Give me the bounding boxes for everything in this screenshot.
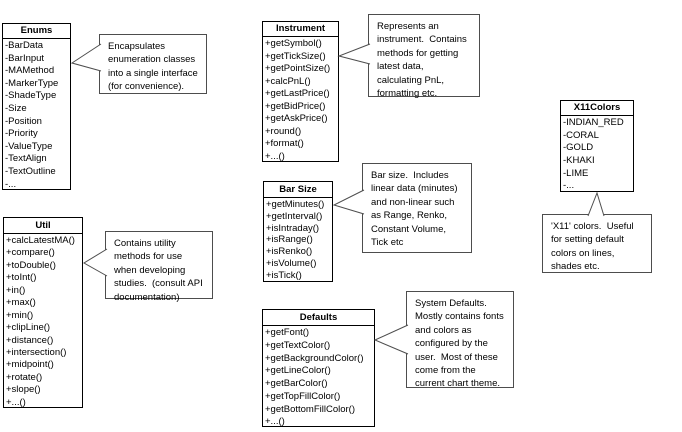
class-member: -CORAL xyxy=(563,129,599,141)
class-member: +getBidPrice() xyxy=(265,100,326,112)
class-member-list: -BarData-BarInput-MAMethod-MarkerType-Sh… xyxy=(3,39,70,191)
class-member: +getSymbol() xyxy=(265,38,322,49)
class-member: +getPointSize() xyxy=(265,63,331,74)
class-member: +getAskPrice() xyxy=(265,113,328,124)
pointer-barsize xyxy=(332,189,365,215)
class-member: +getBarColor() xyxy=(265,378,328,389)
class-member: -TextOutline xyxy=(5,165,56,177)
class-member: +rotate() xyxy=(6,371,43,383)
class-member: +getLineColor() xyxy=(265,365,331,377)
class-member-list: -INDIAN_RED-CORAL-GOLD-KHAKI-LIME-... xyxy=(561,116,633,193)
class-x11colors: X11Colors -INDIAN_RED-CORAL-GOLD-KHAKI-L… xyxy=(560,100,634,192)
class-member: +toInt() xyxy=(6,272,37,284)
class-title: X11Colors xyxy=(561,101,633,116)
class-member: -MAMethod xyxy=(5,65,55,77)
class-member: -ValueType xyxy=(5,140,53,152)
class-member: +getBottomFillColor() xyxy=(265,403,356,415)
class-member: +isVolume() xyxy=(266,257,317,269)
pointer-x11colors xyxy=(587,191,605,217)
note-barsize: Bar size. Includes linear data (minutes)… xyxy=(362,163,472,253)
class-member: +compare() xyxy=(6,247,55,259)
class-member: +isIntraday() xyxy=(266,222,320,234)
class-member: -... xyxy=(563,180,575,192)
class-member: +format() xyxy=(265,138,304,149)
class-member: +getLastPrice() xyxy=(265,88,330,99)
class-member: +in() xyxy=(6,284,26,296)
class-member: +calcPnL() xyxy=(265,75,311,87)
class-member: +...() xyxy=(6,396,26,408)
note-defaults: System Defaults. Mostly contains fonts a… xyxy=(406,291,514,389)
class-title: Util xyxy=(4,218,82,234)
note-enums: Encapsulates enumeration classes into a … xyxy=(99,34,207,94)
class-member: +calcLatestMA() xyxy=(6,235,75,246)
class-member: -... xyxy=(5,178,17,190)
pointer-defaults xyxy=(373,324,409,355)
class-member-list: +getMinutes()+getInterval()+isIntraday()… xyxy=(264,198,332,282)
class-member: -BarData xyxy=(5,40,44,51)
class-member: +toDouble() xyxy=(6,259,56,271)
class-member: +getTextColor() xyxy=(265,339,331,351)
class-member: +getMinutes() xyxy=(266,199,325,210)
class-member: +midpoint() xyxy=(6,359,54,371)
class-member: +...() xyxy=(265,416,285,428)
class-member: -MarkerType xyxy=(5,77,59,89)
class-member: +intersection() xyxy=(6,346,67,358)
class-member: -ShadeType xyxy=(5,90,57,102)
class-member: +getTickSize() xyxy=(265,50,326,62)
class-member: +clipLine() xyxy=(6,322,51,334)
class-member: -Priority xyxy=(5,128,38,140)
class-member-list: +getFont()+getTextColor()+getBackgroundC… xyxy=(263,326,374,429)
class-member: +max() xyxy=(6,297,36,309)
class-member: -Size xyxy=(5,102,27,114)
class-member: +getBackgroundColor() xyxy=(265,352,364,364)
class-member: +...() xyxy=(265,150,285,162)
class-barsize: Bar Size +getMinutes()+getInterval()+isI… xyxy=(263,181,333,282)
class-member: -TextAlign xyxy=(5,153,47,165)
note-instrument: Represents an instrument. Contains metho… xyxy=(368,14,480,99)
class-member: +isRange() xyxy=(266,234,313,246)
class-member: +getInterval() xyxy=(266,210,323,222)
class-member-list: +calcLatestMA()+compare()+toDouble()+toI… xyxy=(4,234,82,409)
class-member: +round() xyxy=(265,125,302,137)
class-member: -LIME xyxy=(563,167,589,179)
note-util: Contains utility methods for use when de… xyxy=(105,231,213,303)
class-defaults: Defaults +getFont()+getTextColor()+getBa… xyxy=(262,309,375,427)
class-util: Util +calcLatestMA()+compare()+toDouble(… xyxy=(3,217,83,408)
class-member: +getTopFillColor() xyxy=(265,390,341,402)
class-member: +getFont() xyxy=(265,327,310,338)
class-member: +distance() xyxy=(6,334,54,346)
class-member: -INDIAN_RED xyxy=(563,117,624,128)
class-member: -Position xyxy=(5,115,42,127)
pointer-enums xyxy=(70,43,102,72)
class-member: -BarInput xyxy=(5,52,45,64)
pointer-util xyxy=(83,248,108,277)
class-enums: Enums -BarData-BarInput-MAMethod-MarkerT… xyxy=(2,23,71,190)
class-member: -GOLD xyxy=(563,142,594,154)
class-member: -KHAKI xyxy=(563,155,595,167)
class-member: +slope() xyxy=(6,384,41,396)
class-member-list: +getSymbol()+getTickSize()+getPointSize(… xyxy=(263,37,338,163)
pointer-instrument xyxy=(337,43,371,65)
class-title: Bar Size xyxy=(264,182,332,198)
class-member: +min() xyxy=(6,309,34,321)
class-title: Enums xyxy=(3,24,70,39)
note-x11colors: 'X11' colors. Useful for setting default… xyxy=(542,214,652,273)
class-member: +isRenko() xyxy=(266,246,313,258)
class-member: +isTick() xyxy=(266,269,302,281)
class-instrument: Instrument +getSymbol()+getTickSize()+ge… xyxy=(262,21,339,162)
class-title: Instrument xyxy=(263,22,338,37)
class-title: Defaults xyxy=(263,310,374,326)
